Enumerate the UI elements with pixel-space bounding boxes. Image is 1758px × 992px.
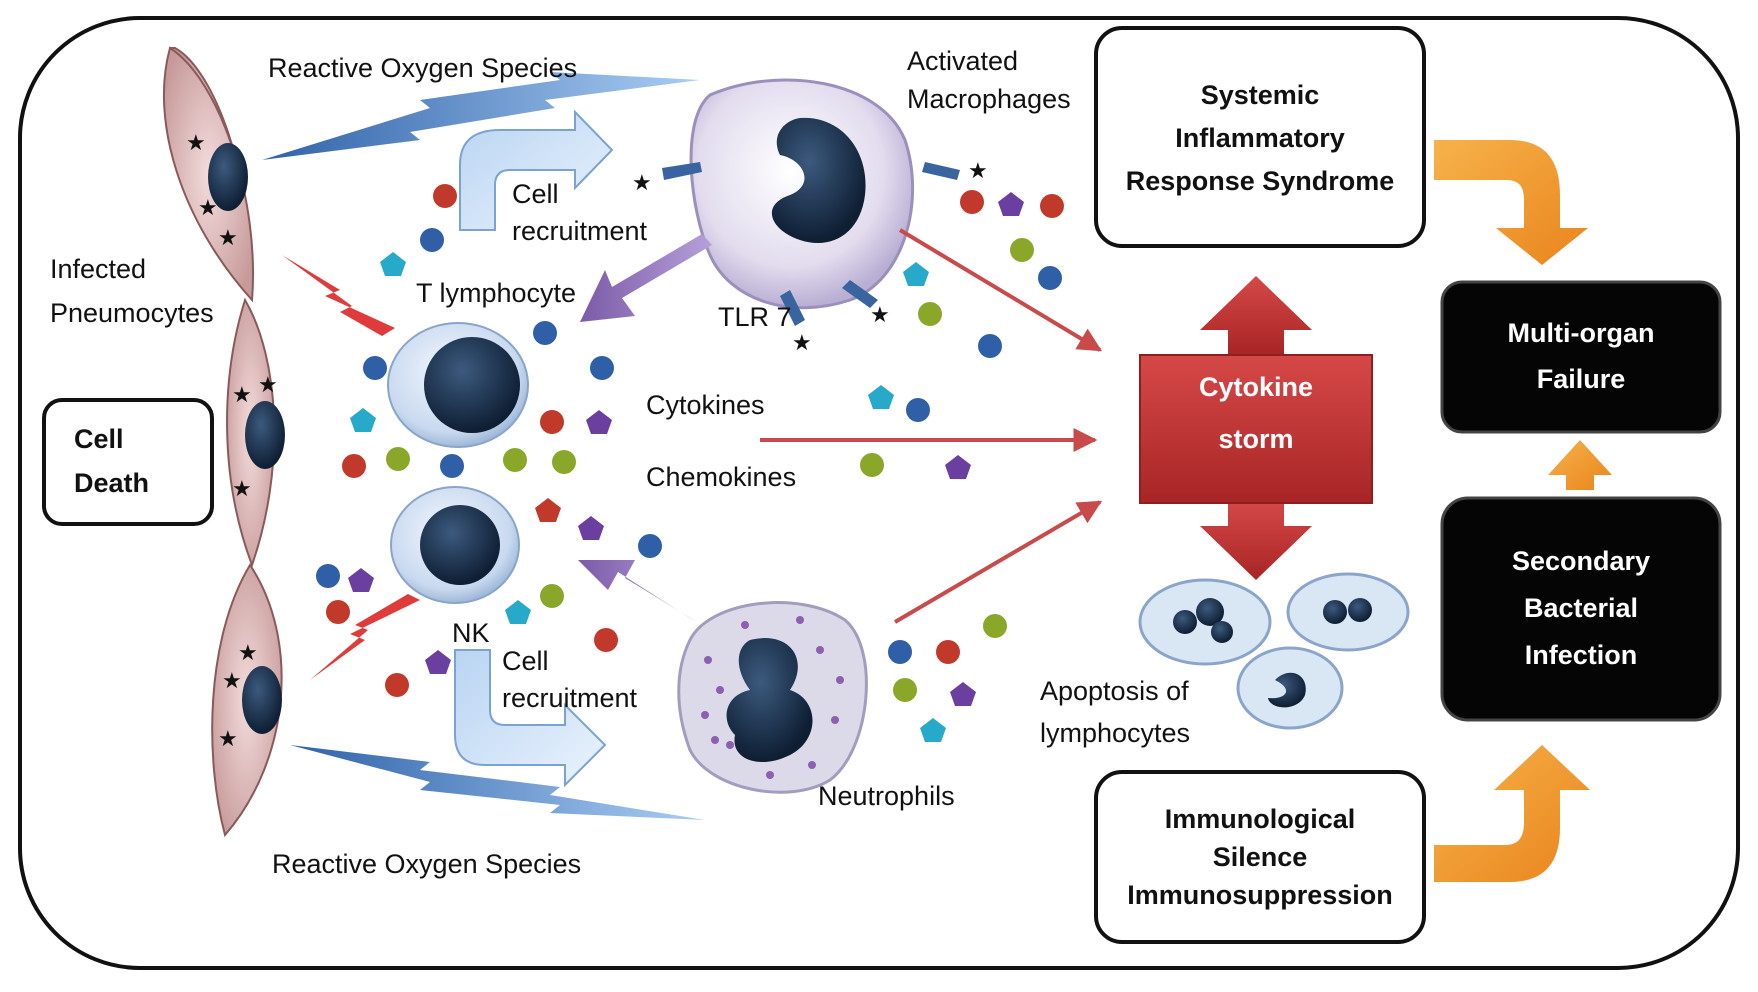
- molecules: [316, 184, 1064, 742]
- immuno-box: [1094, 770, 1426, 944]
- label-t-lymphocyte: T lymphocyte: [416, 278, 576, 308]
- label-cell-recruitment-bottom-2: recruitment: [502, 683, 638, 713]
- label-activated: Activated: [907, 46, 1018, 76]
- red-arrows: [760, 228, 1103, 624]
- secondary-line-1: Secondary: [1512, 546, 1650, 576]
- label-cell-recruitment-bottom-1: Cell: [502, 646, 549, 676]
- label-cytokines: Cytokines: [646, 390, 765, 420]
- label-neutrophils: Neutrophils: [818, 781, 955, 811]
- label-ros-bottom: Reactive Oxygen Species: [272, 849, 581, 879]
- cytokine-storm: [1139, 276, 1373, 580]
- sirs-box: [1094, 26, 1426, 248]
- svg-text:★: ★: [632, 170, 652, 195]
- cell-death-line-2: Death: [74, 468, 149, 498]
- svg-text:★: ★: [792, 330, 812, 355]
- label-ros-top: Reactive Oxygen Species: [268, 53, 577, 83]
- sirs-line-1: Systemic: [1201, 80, 1320, 110]
- svg-text:★: ★: [218, 225, 238, 250]
- apoptotic-lymphocytes: [1138, 572, 1410, 730]
- svg-text:★: ★: [232, 476, 252, 501]
- sirs-line-2: Inflammatory: [1175, 123, 1345, 153]
- svg-text:★: ★: [870, 302, 890, 327]
- label-cell-recruitment-top-2: recruitment: [512, 216, 648, 246]
- label-tlr7: TLR 7: [718, 302, 792, 332]
- ros-bolt-top: [262, 72, 700, 160]
- purple-arrow-bottom: [578, 560, 697, 622]
- svg-text:★: ★: [968, 158, 988, 183]
- storm-line-2: storm: [1218, 424, 1293, 454]
- label-cell-recruitment-top-1: Cell: [512, 179, 559, 209]
- multi-organ-line-2: Failure: [1537, 364, 1626, 394]
- immuno-line-2: Silence: [1213, 842, 1308, 872]
- svg-text:★: ★: [232, 382, 252, 407]
- secondary-line-3: Infection: [1525, 640, 1638, 670]
- multi-organ-line-1: Multi-organ: [1508, 318, 1655, 348]
- neutrophil: [677, 601, 868, 794]
- t-lymphocyte-cell: [387, 322, 529, 448]
- secondary-infection-box: [1440, 496, 1722, 722]
- cell-death-box: [42, 398, 214, 526]
- recruitment-arrow-bottom: [454, 649, 607, 788]
- label-infected: Infected: [50, 254, 146, 284]
- svg-text:★: ★: [238, 640, 258, 665]
- label-macrophages: Macrophages: [907, 84, 1071, 114]
- outer-frame: [18, 16, 1740, 970]
- nk-cell: [390, 486, 520, 604]
- ros-bolt-bottom: [290, 745, 705, 820]
- label-apoptosis-2: lymphocytes: [1040, 718, 1190, 748]
- svg-text:★: ★: [186, 130, 206, 155]
- virus-stars: ★ ★ ★ ★: [632, 158, 988, 355]
- label-apoptosis-1: Apoptosis of: [1040, 676, 1189, 706]
- damage-bolt-bottom: [310, 594, 420, 680]
- orange-arrow-immuno: [1434, 745, 1590, 882]
- multi-organ-box: [1440, 280, 1722, 434]
- orange-arrow-up-small: [1548, 440, 1612, 490]
- damage-bolt-top: [282, 255, 395, 336]
- svg-text:★: ★: [218, 726, 238, 751]
- label-pneumocytes: Pneumocytes: [50, 298, 214, 328]
- svg-text:★: ★: [198, 195, 218, 220]
- svg-text:★: ★: [222, 668, 242, 693]
- orange-arrow-sirs: [1434, 140, 1588, 265]
- label-chemokines: Chemokines: [646, 462, 796, 492]
- immuno-line-1: Immunological: [1165, 804, 1356, 834]
- cell-death-line-1: Cell: [74, 424, 124, 454]
- macrophage: [689, 78, 915, 310]
- sirs-line-3: Response Syndrome: [1126, 166, 1395, 196]
- recruitment-arrow-top: [459, 109, 614, 231]
- pneumocyte-column: ★★★ ★★★ ★★★: [163, 46, 285, 838]
- immuno-line-3: Immunosuppression: [1127, 880, 1393, 910]
- svg-text:★: ★: [258, 372, 278, 397]
- label-nk: NK: [452, 618, 490, 648]
- tlr-receptors: [662, 162, 960, 326]
- purple-arrow-top: [580, 234, 712, 322]
- storm-line-1: Cytokine: [1199, 372, 1313, 402]
- secondary-line-2: Bacterial: [1524, 593, 1638, 623]
